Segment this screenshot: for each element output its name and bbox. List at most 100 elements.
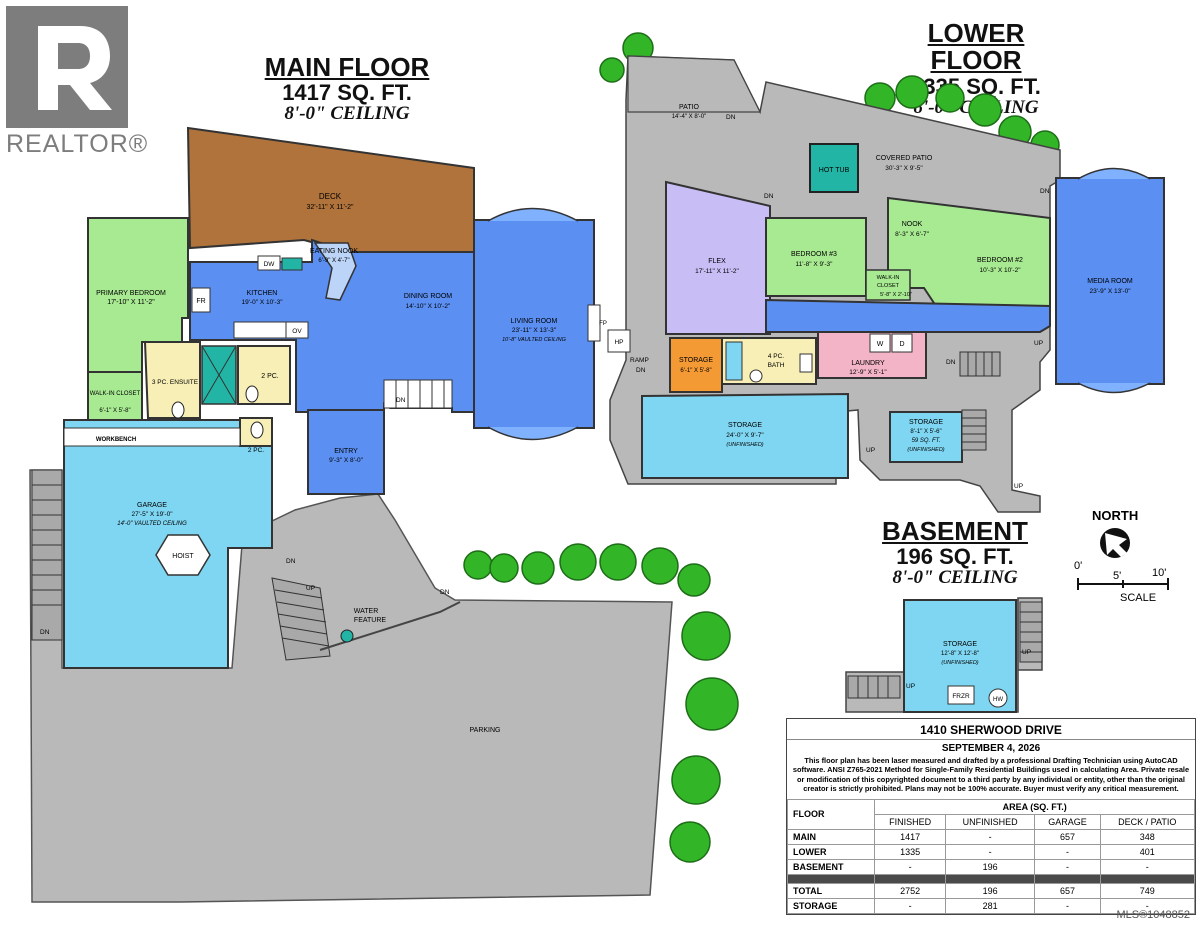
- col-unfinished: UNFINISHED: [944, 813, 1036, 830]
- flex-dim: 17'-11" X 11'-2": [695, 268, 739, 275]
- primary-bedroom-dim: 17'-10" X 11'-2": [107, 299, 155, 306]
- stair-up-1: UP: [306, 585, 315, 592]
- row-unfinished: -: [944, 828, 1036, 845]
- table-row: LOWER 1335 - - 401: [786, 843, 1196, 860]
- ensuite-label: 3 PC. ENSUITE: [152, 379, 199, 386]
- scale-ten: 10': [1152, 567, 1167, 579]
- basement-area: 196 SQ. FT.: [896, 544, 1014, 570]
- walkin-closet-lower-shape: [865, 269, 911, 301]
- lower-up-2: UP: [866, 447, 875, 454]
- frzr-label: FRZR: [952, 693, 970, 700]
- nook-label: NOOK: [902, 221, 923, 228]
- covered-patio-label: COVERED PATIO: [876, 155, 933, 162]
- realtor-r-icon: [6, 6, 128, 128]
- garage-label: GARAGE: [137, 502, 167, 509]
- walkin-closet-lower-dim: 5'-8" X 2'-10": [880, 292, 912, 298]
- ensuite-shape: [143, 341, 201, 419]
- storage-lower2-label: STORAGE: [909, 419, 943, 426]
- row-garage: -: [1034, 858, 1101, 875]
- entry-shape: [307, 409, 385, 495]
- lower-up-1: UP: [1034, 340, 1043, 347]
- lower-dn-2: DN: [764, 193, 774, 200]
- table-row: MAIN 1417 - 657 348: [786, 828, 1196, 845]
- ov-label: OV: [292, 328, 302, 335]
- row-deck: 348: [1099, 828, 1196, 845]
- covered-patio-dim: 30'-3" X 9'-5": [885, 165, 923, 172]
- garage-dim: 27'-5" X 19'-0": [131, 511, 173, 518]
- drawing-date: SEPTEMBER 4, 2026: [941, 743, 1041, 754]
- storage-lower2-dim: 8'-1" X 5'-6": [910, 429, 941, 435]
- total-finished: 2752: [874, 882, 946, 899]
- address: 1410 SHERWOOD DRIVE: [787, 719, 1195, 740]
- eating-nook-dim: 6'-9" X 4'-7": [318, 258, 349, 264]
- compass: [1077, 528, 1169, 590]
- total-garage: 657: [1034, 882, 1101, 899]
- main-floor-name: MAIN FLOOR: [264, 52, 430, 82]
- hw-label: HW: [993, 697, 1003, 703]
- lower-dn-4: DN: [946, 359, 956, 366]
- primary-bedroom-label: PRIMARY BEDROOM: [96, 290, 166, 297]
- lower-floor: PATIO 14'-4" X 8'-0" HOT TUB COVERED PAT…: [607, 55, 1165, 513]
- scale-five: 5': [1113, 570, 1122, 582]
- storage-lower-note: (UNFINISHED): [726, 442, 763, 448]
- stair-dn-3: DN: [40, 629, 50, 636]
- storage-lower2-shape: [889, 411, 963, 463]
- living-room-label: LIVING ROOM: [511, 318, 558, 325]
- storage-unfinished: 281: [944, 897, 1036, 914]
- area-table: FLOOR AREA (SQ. FT.) FINISHED UNFINISHED…: [786, 798, 1196, 914]
- storage-lower-dim: 24'-0" X 9'-7": [726, 432, 764, 439]
- row-floor: MAIN: [786, 828, 876, 845]
- main-floor-area: 1417 SQ. FT.: [282, 80, 412, 106]
- col-finished: FINISHED: [874, 813, 946, 830]
- media-room-label: MEDIA ROOM: [1087, 278, 1133, 285]
- table-row-storage: STORAGE - 281 - -: [786, 897, 1196, 914]
- patio-label: PATIO: [679, 104, 700, 111]
- media-room-dim: 23'-9" X 13'-0": [1089, 288, 1131, 295]
- storage-finished: -: [874, 897, 946, 914]
- disclaimer: This floor plan has been laser measured …: [792, 756, 1190, 794]
- garage-note: 14'-0" VAULTED CEILING: [117, 521, 187, 527]
- four-pc-bath-label-2: BATH: [768, 362, 785, 369]
- deck-dim: 32'-11" X 11'-2": [306, 204, 354, 211]
- storage-basement-dim: 12'-8" X 12'-8": [941, 651, 979, 657]
- storage-basement-note: (UNFINISHED): [941, 660, 978, 666]
- col-floor: FLOOR: [786, 798, 876, 830]
- bedroom2-dim: 10'-3" X 10'-2": [979, 267, 1021, 274]
- dining-room-label: DINING ROOM: [404, 293, 452, 300]
- fr-label: FR: [196, 298, 205, 305]
- basement-ceiling: 8'-0" CEILING: [892, 567, 1018, 589]
- main-floor-ceiling: 8'-0" CEILING: [284, 103, 410, 125]
- table-row-total: TOTAL 2752 196 657 749: [786, 882, 1196, 899]
- col-garage: GARAGE: [1034, 813, 1101, 830]
- w-label: W: [877, 341, 884, 348]
- row-unfinished: 196: [944, 858, 1036, 875]
- storage-small-label: STORAGE: [679, 357, 713, 364]
- basement-up-2: UP: [1022, 649, 1031, 656]
- basement-heading: BASEMENT 196 SQ. FT. 8'-0" CEILING: [880, 517, 1030, 589]
- row-finished: 1417: [874, 828, 946, 845]
- bedroom2-label: BEDROOM #2: [977, 257, 1023, 264]
- patio-dim: 14'-4" X 8'-0": [672, 114, 707, 120]
- storage-floor: STORAGE: [786, 897, 876, 914]
- trees: [463, 32, 1060, 863]
- bedroom3-label: BEDROOM #3: [791, 251, 837, 258]
- laundry-label: LAUNDRY: [851, 360, 885, 367]
- walkin-closet-main-label: WALK-IN CLOSET: [90, 391, 141, 397]
- storage-lower-shape: [641, 392, 849, 479]
- left-stairs: [31, 469, 63, 641]
- walkin-closet-lower-label-2: CLOSET: [877, 283, 900, 289]
- storage-small-dim: 6'-1" X 5'-8": [680, 368, 711, 374]
- storage-lower2-dim2: 59 SQ. FT.: [912, 438, 941, 444]
- hp-label: HP: [614, 339, 623, 346]
- entry-dim: 9'-3" X 8'-0": [329, 457, 364, 464]
- table-row: BASEMENT - 196 - -: [786, 858, 1196, 875]
- deck-label: DECK: [319, 192, 342, 201]
- stair-dn-4: DN: [440, 589, 450, 596]
- hot-tub-shape: [809, 143, 859, 193]
- lower-up-3: UP: [1014, 483, 1023, 490]
- ramp-dn-label: DN: [636, 367, 646, 374]
- deck-shape: [186, 126, 475, 253]
- storage-lower-label: STORAGE: [728, 422, 762, 429]
- scale-label: SCALE: [1120, 592, 1157, 604]
